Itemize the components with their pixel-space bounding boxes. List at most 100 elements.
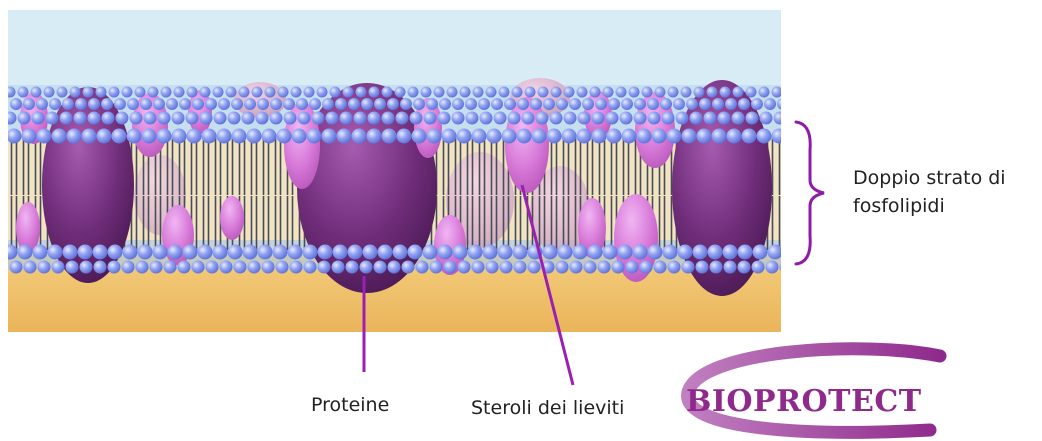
phosphate-head xyxy=(522,112,535,125)
phosphate-head xyxy=(304,87,315,98)
phosphate-head xyxy=(243,245,258,260)
phosphate-head xyxy=(460,87,471,98)
phosphate-head xyxy=(438,112,451,125)
phosphate-head xyxy=(234,261,247,274)
phosphate-head xyxy=(276,261,289,274)
sterols-label: Steroli dei lieviti xyxy=(471,397,624,419)
phosphate-head xyxy=(70,87,81,98)
phosphate-head xyxy=(244,98,256,110)
phosphate-head xyxy=(153,245,168,260)
phosphate-head xyxy=(697,129,712,144)
phosphate-head xyxy=(512,87,523,98)
phosphate-head xyxy=(247,129,262,144)
phosphate-head xyxy=(178,261,191,274)
phosphate-head xyxy=(514,261,527,274)
phosphate-head xyxy=(424,112,437,125)
phosphate-head xyxy=(122,261,135,274)
phosphate-head xyxy=(270,98,282,110)
phosphate-head xyxy=(83,87,94,98)
phosphate-head xyxy=(172,129,187,144)
phosphate-head xyxy=(116,112,129,125)
phosphate-head xyxy=(558,245,573,260)
logo-text: BIOPROTECT xyxy=(686,384,922,419)
phosphate-head xyxy=(681,87,692,98)
phosphate-head xyxy=(158,112,171,125)
phosphate-head xyxy=(108,261,121,274)
phosphate-head xyxy=(478,98,490,110)
phosphate-head xyxy=(395,87,406,98)
phosphate-head xyxy=(486,261,499,274)
phosphate-head xyxy=(772,129,787,144)
phosphate-head xyxy=(569,98,581,110)
phosphate-head xyxy=(686,98,698,110)
phosphate-head xyxy=(491,98,503,110)
phosphate-head xyxy=(438,245,453,260)
phosphate-head xyxy=(262,129,277,144)
phosphate-head xyxy=(291,87,302,98)
phosphate-head xyxy=(393,245,408,260)
phosphate-head xyxy=(296,98,308,110)
phosphate-head xyxy=(122,87,133,98)
phosphate-head xyxy=(192,98,204,110)
phosphate-head xyxy=(472,261,485,274)
phosphate-head xyxy=(397,129,412,144)
phosphate-head xyxy=(637,129,652,144)
phosphate-head xyxy=(200,112,213,125)
phosphate-head xyxy=(283,98,295,110)
phosphate-head xyxy=(588,245,603,260)
phosphate-head xyxy=(258,245,273,260)
phosphate-head xyxy=(304,261,317,274)
phosphate-head xyxy=(168,245,183,260)
phosphate-head xyxy=(46,112,59,125)
phosphate-head xyxy=(517,129,532,144)
phosphate-head xyxy=(44,87,55,98)
phosphate-head xyxy=(101,98,113,110)
phosphate-head xyxy=(742,129,757,144)
phosphate-head xyxy=(232,129,247,144)
phosphate-head xyxy=(564,112,577,125)
phosphate-head xyxy=(346,261,359,274)
phosphate-head xyxy=(498,245,513,260)
phosphate-head xyxy=(772,87,783,98)
phosphate-head xyxy=(704,112,717,125)
phosphate-head xyxy=(500,261,513,274)
phosphate-head xyxy=(494,112,507,125)
phosphate-head xyxy=(434,87,445,98)
phosphate-head xyxy=(538,87,549,98)
phosphate-head xyxy=(642,87,653,98)
phosphate-head xyxy=(457,129,472,144)
phosphate-head xyxy=(402,261,415,274)
phosphate-head xyxy=(333,245,348,260)
phosphate-head xyxy=(284,112,297,125)
phosphate-head xyxy=(530,98,542,110)
phosphate-head xyxy=(252,87,263,98)
phosphate-head xyxy=(598,261,611,274)
phosphate-head xyxy=(640,261,653,274)
phosphate-head xyxy=(231,98,243,110)
phosphate-head xyxy=(326,112,339,125)
phosphate-head xyxy=(93,245,108,260)
phosphate-head xyxy=(108,245,123,260)
phosphate-head xyxy=(18,87,29,98)
phosphate-head xyxy=(218,98,230,110)
phosphate-head xyxy=(340,112,353,125)
phosphate-head xyxy=(759,87,770,98)
phosphate-head xyxy=(157,129,172,144)
phosphate-head xyxy=(472,129,487,144)
phosphate-head xyxy=(577,129,592,144)
phosphate-head xyxy=(486,87,497,98)
phosphate-head xyxy=(292,129,307,144)
phosphate-head xyxy=(273,245,288,260)
phosphate-head xyxy=(217,129,232,144)
phosphate-head xyxy=(161,87,172,98)
phosphate-head xyxy=(607,129,622,144)
phosphate-head xyxy=(52,261,65,274)
phosphate-head xyxy=(442,129,457,144)
phosphate-head xyxy=(322,129,337,144)
phosphate-head xyxy=(620,112,633,125)
phosphate-head xyxy=(483,245,498,260)
phosphate-head xyxy=(198,245,213,260)
phosphate-head xyxy=(757,129,772,144)
phosphate-head xyxy=(257,98,269,110)
phosphate-head xyxy=(348,245,363,260)
